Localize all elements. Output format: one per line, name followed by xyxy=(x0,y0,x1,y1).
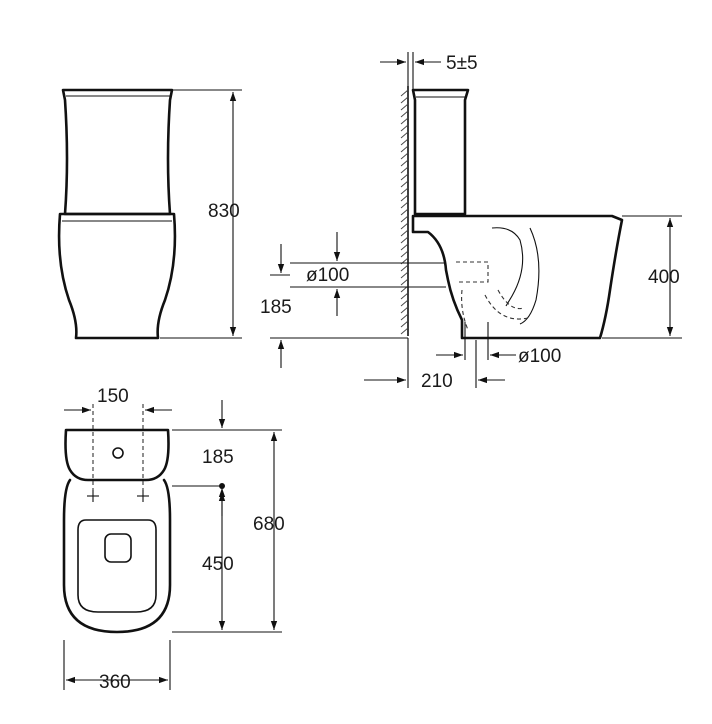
side-view: 5±5 ø100 185 400 ø100 xyxy=(260,52,682,392)
label-450: 450 xyxy=(202,554,234,575)
trapway-inner xyxy=(491,227,540,325)
dimension-830: 830 xyxy=(160,89,242,339)
dimension-185-height: 185 xyxy=(260,244,408,368)
hatch-line xyxy=(400,201,409,209)
hatch-line xyxy=(400,278,409,286)
label-680: 680 xyxy=(253,514,285,535)
hatch-line xyxy=(400,327,409,335)
label-5x5: 5±5 xyxy=(446,53,478,74)
seat-button xyxy=(104,533,132,563)
hatch-line xyxy=(400,173,409,181)
front-bowl-outline xyxy=(57,212,177,340)
hatch-line xyxy=(400,222,409,230)
label-185-height: 185 xyxy=(260,297,292,318)
hatch-line xyxy=(400,194,409,202)
hatch-line xyxy=(400,159,409,167)
top-view: 150 185 450 680 360 xyxy=(62,386,285,693)
hatch-line xyxy=(400,313,409,321)
label-400: 400 xyxy=(648,267,680,288)
hatch-line xyxy=(400,110,409,118)
label-185-depth: 185 xyxy=(202,447,234,468)
hatch-line xyxy=(400,320,409,328)
dimension-150: 150 xyxy=(64,386,172,490)
hatch-line xyxy=(400,250,409,258)
hatch-line xyxy=(400,145,409,153)
hatch-line xyxy=(400,229,409,237)
dimension-outlet-diameter: ø100 xyxy=(436,322,561,367)
side-bowl-outline xyxy=(411,214,624,340)
hatch-line xyxy=(400,131,409,139)
hatch-line xyxy=(400,117,409,125)
dimension-680: 680 xyxy=(253,432,285,630)
hatch-line xyxy=(400,271,409,279)
top-cistern-outline xyxy=(64,428,170,482)
hatch-line xyxy=(400,89,409,97)
hatch-line xyxy=(400,208,409,216)
dimension-210: 210 xyxy=(364,338,505,392)
fixing-marks xyxy=(87,483,225,502)
wall-hatching xyxy=(400,86,409,336)
hatch-line xyxy=(400,103,409,111)
label-830: 830 xyxy=(208,201,240,222)
top-bowl-outline xyxy=(62,478,172,634)
side-cistern-outline xyxy=(411,88,470,216)
hatch-line xyxy=(400,124,409,132)
hatch-line xyxy=(400,264,409,272)
hatch-line xyxy=(400,166,409,174)
label-150: 150 xyxy=(97,386,129,407)
hatch-line xyxy=(400,180,409,188)
label-inlet-diameter: ø100 xyxy=(306,265,349,286)
hatch-line xyxy=(400,187,409,195)
trapway-dashed xyxy=(456,261,529,331)
dimension-5x5: 5±5 xyxy=(380,52,478,90)
dimension-360: 360 xyxy=(63,640,171,693)
hatch-line xyxy=(400,215,409,223)
front-view: 830 xyxy=(57,88,242,340)
hatch-line xyxy=(400,152,409,160)
label-outlet-diameter: ø100 xyxy=(518,346,561,367)
hatch-line xyxy=(400,292,409,300)
seat-opening xyxy=(77,519,157,613)
hatch-line xyxy=(400,243,409,251)
front-cistern-outline xyxy=(61,88,174,216)
hatch-line xyxy=(400,138,409,146)
dimension-400: 400 xyxy=(602,215,682,339)
hatch-line xyxy=(400,236,409,244)
dimension-inlet-diameter: ø100 xyxy=(290,232,446,316)
hatch-line xyxy=(400,96,409,104)
label-360: 360 xyxy=(99,672,131,693)
hatch-line xyxy=(400,306,409,314)
hatch-line xyxy=(400,299,409,307)
dimension-450: 450 xyxy=(172,492,282,633)
dimension-185-depth: 185 xyxy=(172,400,282,516)
flush-hole xyxy=(112,447,124,459)
label-210: 210 xyxy=(421,371,453,392)
